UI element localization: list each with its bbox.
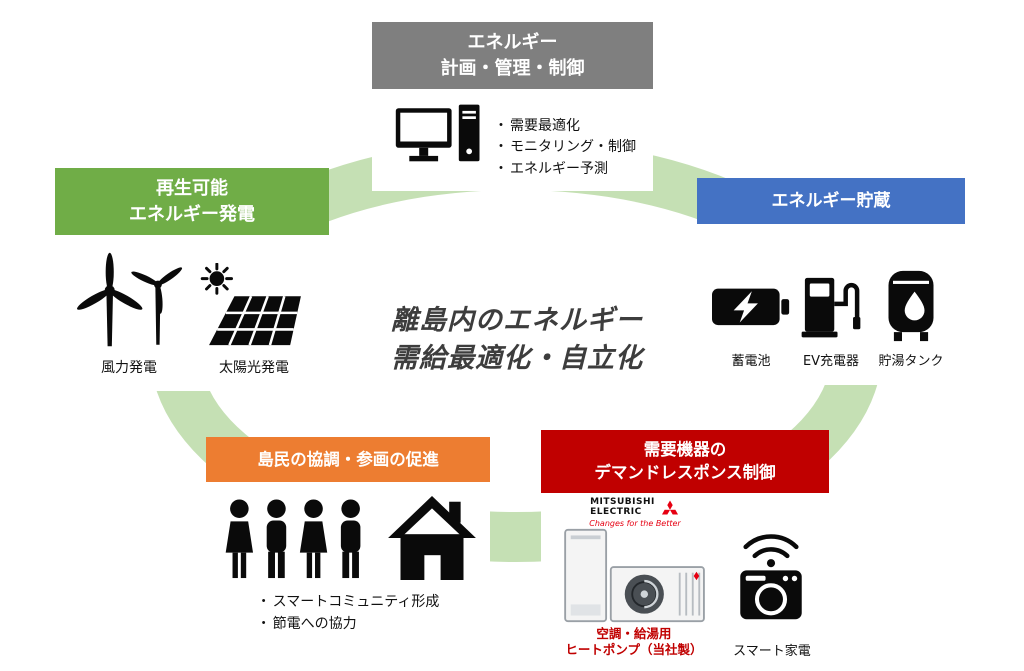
community-icons: [216, 496, 480, 581]
solar-power-label: 太陽光発電: [219, 360, 289, 377]
renewable-box: 再生可能 エネルギー発電: [55, 168, 329, 392]
battery-icon: [712, 288, 790, 326]
battery-label: 蓄電池: [731, 354, 771, 370]
demand-response-box-title: 需要機器の デマンドレスポンス制御: [541, 430, 829, 493]
ev-charger-item: EV充電器: [791, 270, 871, 369]
title-line: 計画・管理・制御: [440, 57, 585, 79]
solar-power-item: 太陽光発電: [199, 263, 309, 377]
community-bullet-list: スマートコミュニティ形成 節電への協力: [257, 592, 440, 635]
renewable-box-body: 風力発電: [55, 235, 329, 391]
title-line: エネルギー発電: [129, 203, 255, 225]
community-bullet: 節電への協力: [257, 614, 440, 636]
wind-power-label: 風力発電: [101, 360, 157, 377]
smart-washer-wifi-icon: [740, 533, 802, 619]
storage-box-title: エネルギー貯蔵: [697, 178, 965, 225]
community-bullet: スマートコミュニティ形成: [257, 592, 440, 614]
heat-pump-label-line: ヒートポンプ（当社製）: [565, 642, 703, 658]
planning-bullet: モニタリング・制御: [494, 137, 636, 159]
heat-pump-label: 空調・給湯用 ヒートポンプ（当社製）: [547, 626, 721, 660]
title-line: エネルギー: [467, 32, 558, 53]
planning-box: エネルギー 計画・管理・制御 需要最適化 モニタリング・制御 エネルギー予測: [372, 22, 653, 191]
planning-bullet: 需要最適化: [494, 116, 636, 138]
title-line: デマンドレスポンス制御: [594, 463, 776, 483]
smart-appliance-label: スマート家電: [733, 644, 811, 660]
planning-box-title: エネルギー 計画・管理・制御: [372, 22, 653, 90]
demand-response-media: MITSUBISHI ELECTRIC Cha: [547, 497, 823, 623]
desktop-computer-icon: [395, 104, 480, 162]
smart-appliance-item: [723, 527, 819, 623]
mitsubishi-diamond-logo-icon: [661, 500, 678, 515]
battery-item: 蓄電池: [711, 270, 791, 369]
house-icon: [388, 496, 476, 581]
demand-response-box: 需要機器の デマンドレスポンス制御 MITSUBISHI ELECTRIC: [541, 430, 829, 666]
center-title-line: 需給最適化・自立化: [391, 343, 643, 375]
icon-slot: [800, 270, 862, 342]
storage-box-body: 蓄電池 EV充電器: [697, 224, 965, 385]
mitsubishi-tagline: Changes for the Better: [589, 518, 681, 528]
hot-water-tank-item: 貯湯タンク: [871, 270, 951, 369]
icon-slot: [883, 270, 939, 342]
community-box-title: 島民の協調・参画の促進: [206, 437, 490, 483]
center-title: 離島内のエネルギー 需給最適化・自立化: [347, 302, 687, 379]
demand-response-box-body: MITSUBISHI ELECTRIC Cha: [541, 493, 829, 665]
title-line: 需要機器の: [643, 440, 727, 459]
planning-bullet: エネルギー予測: [494, 159, 636, 181]
hot-water-tank-icon: [888, 271, 934, 342]
ev-charger-icon: [801, 277, 861, 338]
mitsubishi-logo-block: MITSUBISHI ELECTRIC Cha: [589, 497, 680, 528]
planning-box-body: 需要最適化 モニタリング・制御 エネルギー予測: [372, 89, 653, 191]
people-group-icon: [225, 499, 361, 579]
icon-slot: [711, 270, 791, 342]
brand-name-line: ELECTRIC: [590, 507, 642, 518]
community-box-body: スマートコミュニティ形成 節電への協力: [206, 482, 490, 647]
demand-response-labels: 空調・給湯用 ヒートポンプ（当社製） スマート家電: [547, 626, 823, 660]
planning-bullet-list: 需要最適化 モニタリング・制御 エネルギー予測: [494, 116, 636, 181]
solar-panel-icon: [200, 263, 301, 346]
wind-power-item: 風力発電: [75, 251, 183, 377]
heat-pump-photo: [564, 528, 705, 622]
community-box: 島民の協調・参画の促進: [206, 437, 490, 648]
brand-name-line: MITSUBISHI: [590, 496, 655, 507]
mitsubishi-logo-row: MITSUBISHI ELECTRIC: [589, 497, 680, 518]
heat-pump-label-line: 空調・給湯用: [596, 625, 672, 641]
mitsubishi-brand-name: MITSUBISHI ELECTRIC: [590, 497, 655, 518]
center-title-line: 離島内のエネルギー: [391, 305, 643, 336]
heat-pump-product: MITSUBISHI ELECTRIC Cha: [551, 497, 719, 623]
renewable-box-title: 再生可能 エネルギー発電: [55, 168, 329, 236]
hot-water-tank-label: 貯湯タンク: [878, 354, 944, 370]
wind-turbine-icon: [77, 252, 183, 347]
storage-box: エネルギー貯蔵 蓄電池: [697, 178, 965, 386]
title-line: 再生可能: [156, 178, 228, 199]
ev-charger-label: EV充電器: [802, 354, 860, 370]
